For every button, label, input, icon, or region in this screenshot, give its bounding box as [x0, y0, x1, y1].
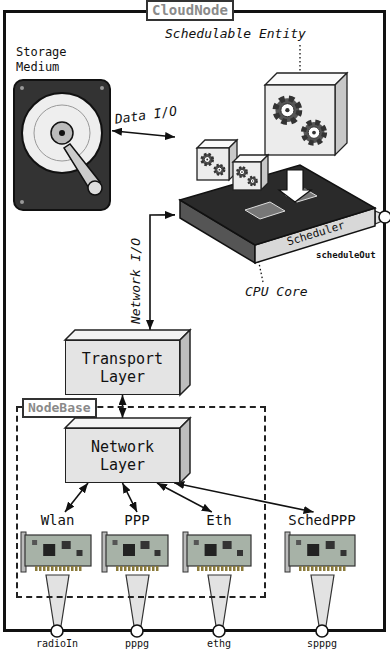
layer-box: Transport Layer — [65, 340, 180, 395]
node-label: PPP — [102, 512, 172, 529]
interface-card: SchedPPP — [280, 512, 364, 578]
io-connector — [174, 483, 313, 512]
node-label: SchedPPP — [280, 512, 364, 529]
callout-label: Schedulable Entity — [165, 27, 306, 42]
interface-card: PPP — [102, 512, 172, 578]
edge-label: Network I/O — [129, 236, 144, 326]
node-label: Wlan — [20, 512, 95, 529]
gate-name: scheduleOut — [316, 250, 376, 260]
io-connector — [123, 483, 138, 512]
layer-box: Network Layer — [65, 428, 180, 483]
node-base: NodeBaseNetwork LayerWlanPPPEth — [16, 406, 266, 598]
gate-funnels — [46, 211, 382, 626]
scheduler: Scheduler — [175, 70, 375, 275]
network-card-drawing — [21, 532, 95, 574]
group-title: NodeBase — [22, 398, 97, 418]
node-title: CloudNode — [146, 0, 234, 21]
network-card-drawing — [102, 532, 172, 574]
gate-name: ethg — [207, 638, 231, 650]
interface-card: Eth — [183, 512, 255, 578]
node-label: Transport Layer — [66, 350, 179, 386]
callout-label: CPU Core — [245, 285, 308, 300]
io-connector — [157, 483, 212, 512]
network-card-drawing — [285, 532, 359, 574]
gate-name: spppg — [307, 638, 337, 650]
hard-disk-drawing — [12, 78, 112, 213]
interface-card: Wlan — [20, 512, 95, 578]
network-card-drawing — [183, 532, 255, 574]
node-label: Eth — [183, 512, 255, 529]
io-connector — [112, 131, 175, 137]
node-label: Network Layer — [66, 438, 179, 474]
edge-label: Data I/O — [112, 104, 180, 128]
cloud-node: CloudNodeStorage MediumSchedulerTranspor… — [3, 10, 386, 632]
io-connector — [150, 215, 175, 330]
gate-name: radioIn — [36, 638, 78, 650]
io-connector — [65, 483, 88, 512]
gate-name: pppg — [125, 638, 149, 650]
scheduler-platform-drawing — [175, 70, 375, 275]
storage-medium: Storage Medium — [12, 45, 112, 213]
node-label: Storage Medium — [16, 45, 80, 75]
